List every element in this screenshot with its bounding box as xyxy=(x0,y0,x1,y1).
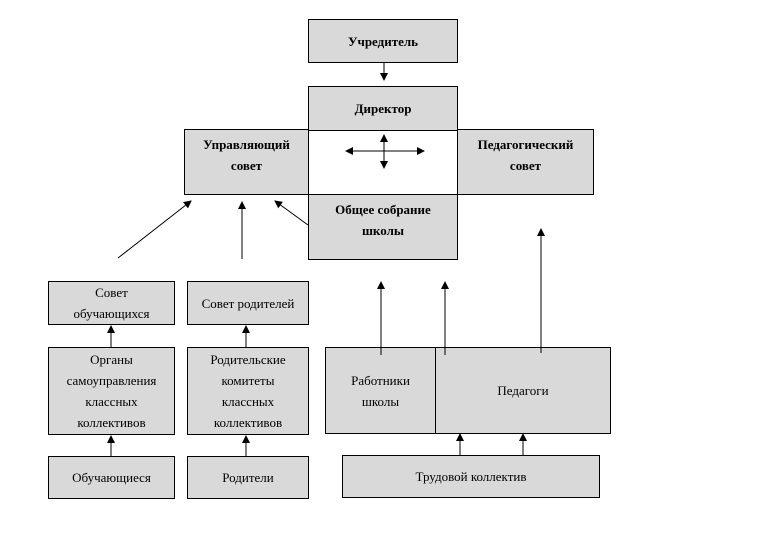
students-box: Обучающиеся xyxy=(48,456,175,499)
parents-box: Родители xyxy=(187,456,309,499)
class-self-government-box: Органы самоуправления классных коллектив… xyxy=(48,347,175,435)
parent-council-label: Совет родителей xyxy=(201,295,295,311)
parent-council-box: Совет родителей xyxy=(187,281,309,325)
arrow-students-to-council xyxy=(117,200,192,259)
parent-committees-box: Родительские комитеты классных коллектив… xyxy=(187,347,309,435)
arrow-meeting-to-council xyxy=(274,200,309,226)
pedagogical-council-label: Педагогический совет xyxy=(477,137,574,173)
founder-box: Учредитель xyxy=(308,19,458,63)
work-collective-box: Трудовой коллектив xyxy=(342,455,600,498)
students-label: Обучающиеся xyxy=(72,470,151,485)
school-workers-label: Работники школы xyxy=(351,372,410,409)
governing-council-label: Управляющий совет xyxy=(203,137,290,173)
parent-committees-label: Родительские комитеты классных коллектив… xyxy=(210,352,286,430)
governing-council-box: Управляющий совет xyxy=(184,129,309,195)
general-meeting-label: Общее собрание школы xyxy=(335,202,431,238)
teachers-label: Педагоги xyxy=(497,383,549,398)
parents-label: Родители xyxy=(222,470,274,485)
work-collective-label: Трудовой коллектив xyxy=(415,469,527,484)
founder-label: Учредитель xyxy=(347,33,419,49)
student-council-box: Совет обучающихся xyxy=(48,281,175,325)
general-meeting-box: Общее собрание школы xyxy=(308,194,458,260)
teachers-box: Педагоги xyxy=(435,347,611,434)
school-workers-box: Работники школы xyxy=(325,347,436,434)
director-label: Директор xyxy=(354,101,412,116)
student-council-label: Совет обучающихся xyxy=(73,285,150,321)
pedagogical-council-box: Педагогический совет xyxy=(457,129,594,195)
class-self-government-label: Органы самоуправления классных коллектив… xyxy=(66,352,157,430)
